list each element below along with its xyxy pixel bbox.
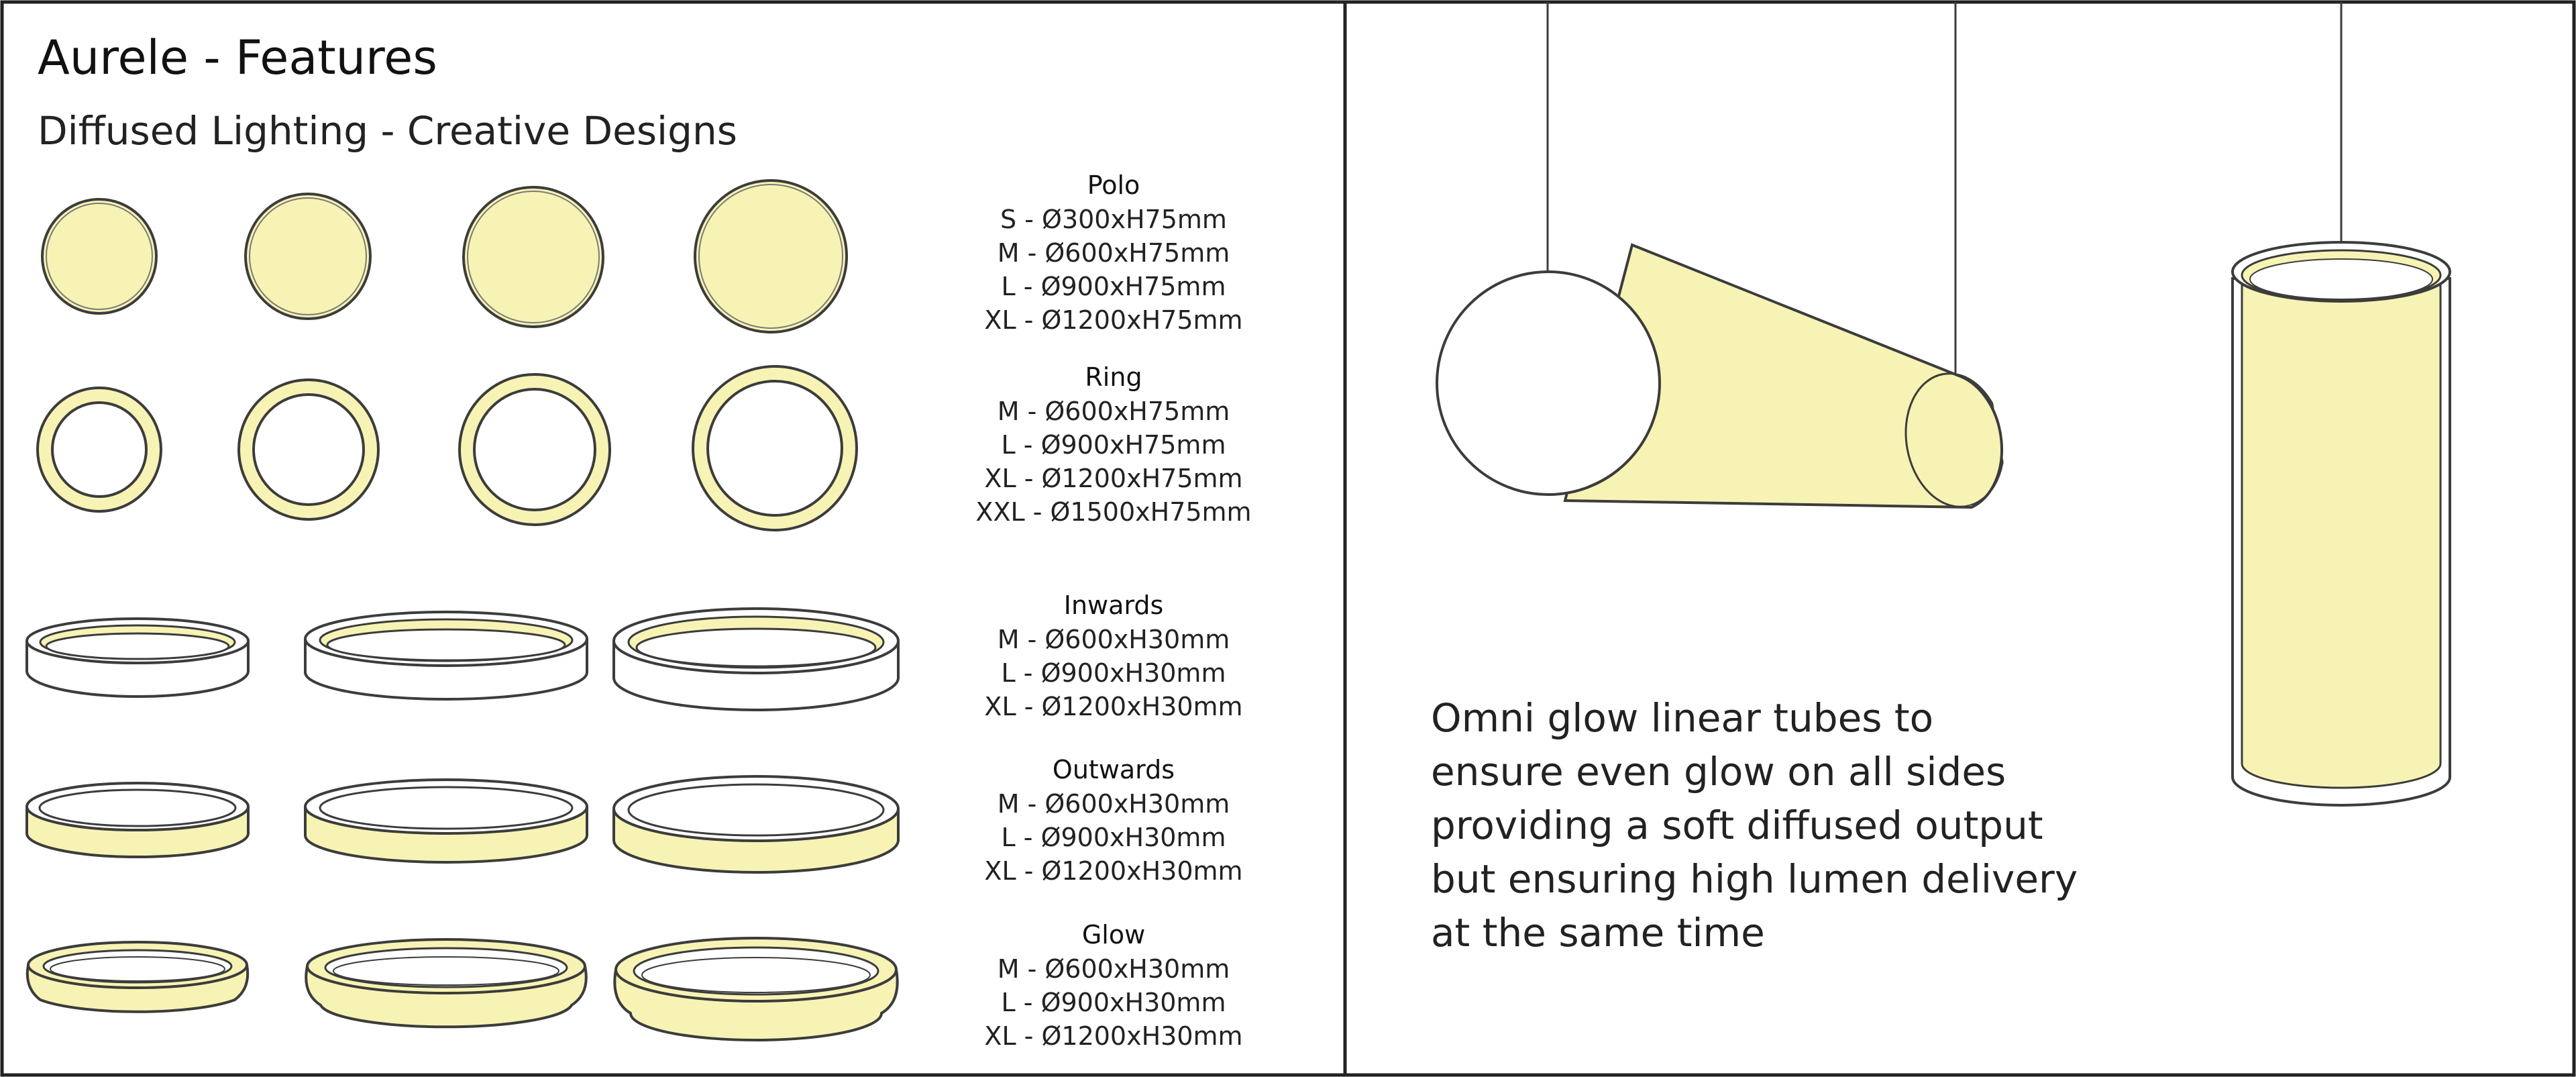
spec-size: XL - Ø1200xH30mm [984,692,1243,721]
description-line: Omni glow linear tubes to [1431,695,1934,741]
spec-size: L - Ø900xH75mm [1001,430,1226,460]
inwards-ring-icon [612,607,900,711]
spec-size: L - Ø900xH30mm [1001,658,1226,688]
glow-ring-icon [613,937,899,1041]
spec-size: XL - Ø1200xH75mm [984,464,1243,493]
spec-block-inwards: Inwards M - Ø600xH30mm L - Ø900xH30mm XL… [946,588,1281,723]
ring-icon [237,378,380,521]
inwards-ring-icon [25,617,250,698]
spec-block-glow: Glow M - Ø600xH30mm L - Ø900xH30mm XL - … [946,917,1281,1053]
polo-row [41,179,848,334]
polo-disc-icon [694,179,848,334]
spec-block-polo: Polo S - Ø300xH75mm M - Ø600xH75mm L - Ø… [946,168,1281,337]
glow-ring-icon [25,941,250,1013]
description-line: providing a soft diffused output [1431,803,2043,848]
spec-block-ring: Ring M - Ø600xH75mm L - Ø900xH75mm XL - … [946,360,1281,529]
ring-icon [692,365,858,531]
spec-name: Ring [1085,362,1142,392]
spec-size: XL - Ø1200xH75mm [984,305,1243,335]
tube-description: Omni glow linear tubes to ensure even gl… [1431,691,2169,960]
description-line: ensure even glow on all sides [1431,749,2006,794]
spec-size: L - Ø900xH30mm [1001,823,1226,852]
polo-disc-icon [41,198,158,315]
spec-size: XL - Ø1200xH30mm [984,1021,1243,1051]
polo-disc-icon [244,193,372,320]
outwards-ring-icon [304,778,588,864]
spec-size: M - Ø600xH30mm [997,789,1230,819]
spec-name: Glow [1081,920,1146,950]
spec-name: Inwards [1063,591,1164,620]
spec-size: L - Ø900xH75mm [1001,272,1226,301]
outwards-row [25,775,900,874]
spec-size: M - Ø600xH30mm [997,954,1230,984]
spec-size: M - Ø600xH30mm [997,625,1230,654]
vertical-tube-icon [2231,2,2451,807]
ring-icon [36,387,162,513]
horizontal-tube-icon [1436,2,2005,509]
spec-size: M - Ø600xH75mm [997,397,1230,426]
spec-name: Polo [1087,170,1140,200]
spec-size: S - Ø300xH75mm [1000,205,1227,234]
spec-name: Outwards [1052,755,1175,784]
polo-disc-icon [462,186,604,328]
spec-size: XXL - Ø1500xH75mm [975,497,1252,527]
inwards-ring-icon [304,611,588,701]
outwards-ring-icon [612,775,900,874]
glow-row [25,937,899,1041]
outwards-ring-icon [25,782,250,858]
inwards-row [25,607,900,711]
glow-ring-icon [305,938,588,1029]
description-line: at the same time [1431,910,1765,956]
page-subtitle: Diffused Lighting - Creative Designs [38,108,737,154]
spec-size: M - Ø600xH75mm [997,238,1230,268]
description-line: but ensuring high lumen delivery [1431,856,2078,902]
spec-block-outwards: Outwards M - Ø600xH30mm L - Ø900xH30mm X… [946,752,1281,888]
ring-icon [458,373,611,526]
ring-row [36,365,858,531]
spec-size: L - Ø900xH30mm [1001,988,1226,1017]
page-title: Aurele - Features [38,30,437,85]
spec-size: XL - Ø1200xH30mm [984,856,1243,886]
